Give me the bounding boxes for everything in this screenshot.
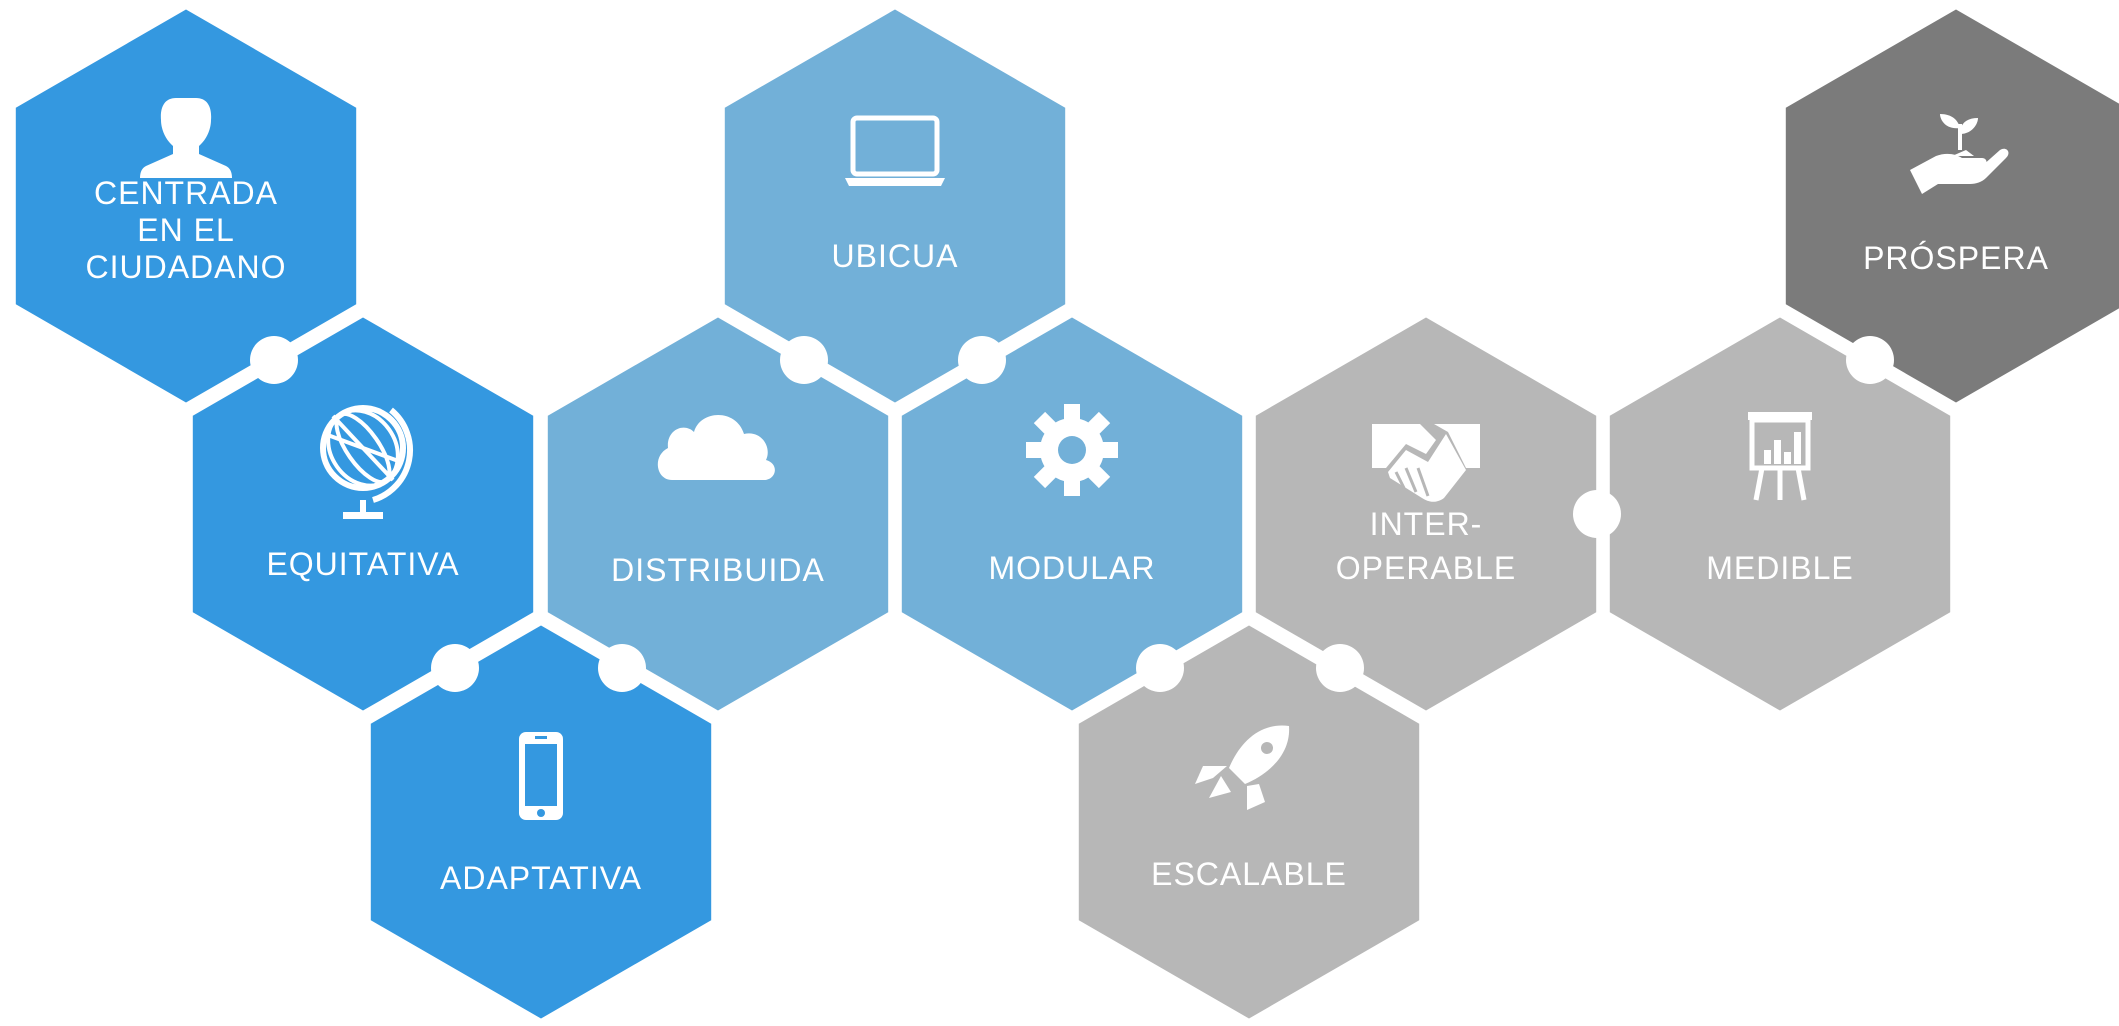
connector-dot [250, 336, 298, 384]
connector-dot [1136, 644, 1184, 692]
hexagon-shape [1779, 2, 2119, 410]
hexagon-ubicua: UBICUA [718, 2, 1072, 410]
hexagon-label: EQUITATIVA [266, 546, 459, 582]
hexagon-prospera: PRÓSPERA [1779, 2, 2119, 410]
connector-dot [598, 644, 646, 692]
hexagon-shape [895, 310, 1249, 718]
hexagon-label: ESCALABLE [1151, 856, 1347, 892]
hexagon-label: MEDIBLE [1706, 550, 1853, 586]
connector-dot [958, 336, 1006, 384]
connector-dot [1846, 336, 1894, 384]
hexagon-label: MODULAR [988, 550, 1155, 586]
hexagon-label: CENTRADA [94, 175, 278, 211]
hexagon-label: UBICUA [832, 238, 959, 274]
hexagon-shape [541, 310, 895, 718]
connector-dot [431, 644, 479, 692]
hexagon-equitativa: EQUITATIVA [186, 310, 540, 718]
hexagon-shape [1249, 310, 1603, 718]
hexagon-adaptativa: ADAPTATIVA [364, 618, 718, 1026]
hexagon-label: DISTRIBUIDA [611, 552, 825, 588]
hexagon-interoperable: INTER- OPERABLE [1249, 310, 1603, 718]
hexagon-modular: MODULAR [895, 310, 1249, 718]
hexagon-distribuida: DISTRIBUIDA [541, 310, 895, 718]
hexagon-shape [718, 2, 1072, 410]
hexagon-shape [364, 618, 718, 1026]
hexagon-label: PRÓSPERA [1863, 240, 2049, 276]
hexagon-label: EN EL [137, 212, 234, 248]
hexagon-medible: MEDIBLE [1603, 310, 1957, 718]
smartphone-icon [519, 732, 563, 820]
hexagon-escalable: ESCALABLE [1072, 618, 1426, 1026]
gear-icon [1026, 404, 1118, 496]
hexagon-label: ADAPTATIVA [440, 860, 642, 896]
connector-dot [1316, 644, 1364, 692]
hexagon-shape [1603, 310, 1957, 718]
hexagon-label: OPERABLE [1336, 550, 1517, 586]
hexagon-label: INTER- [1370, 506, 1483, 542]
connector-dot-layer [250, 336, 1894, 692]
hexagon-shape [1072, 618, 1426, 1026]
hexagon-shape [9, 2, 363, 410]
hexagon-label: CIUDADANO [85, 249, 286, 285]
connector-dot [1573, 490, 1621, 538]
connector-dot [780, 336, 828, 384]
